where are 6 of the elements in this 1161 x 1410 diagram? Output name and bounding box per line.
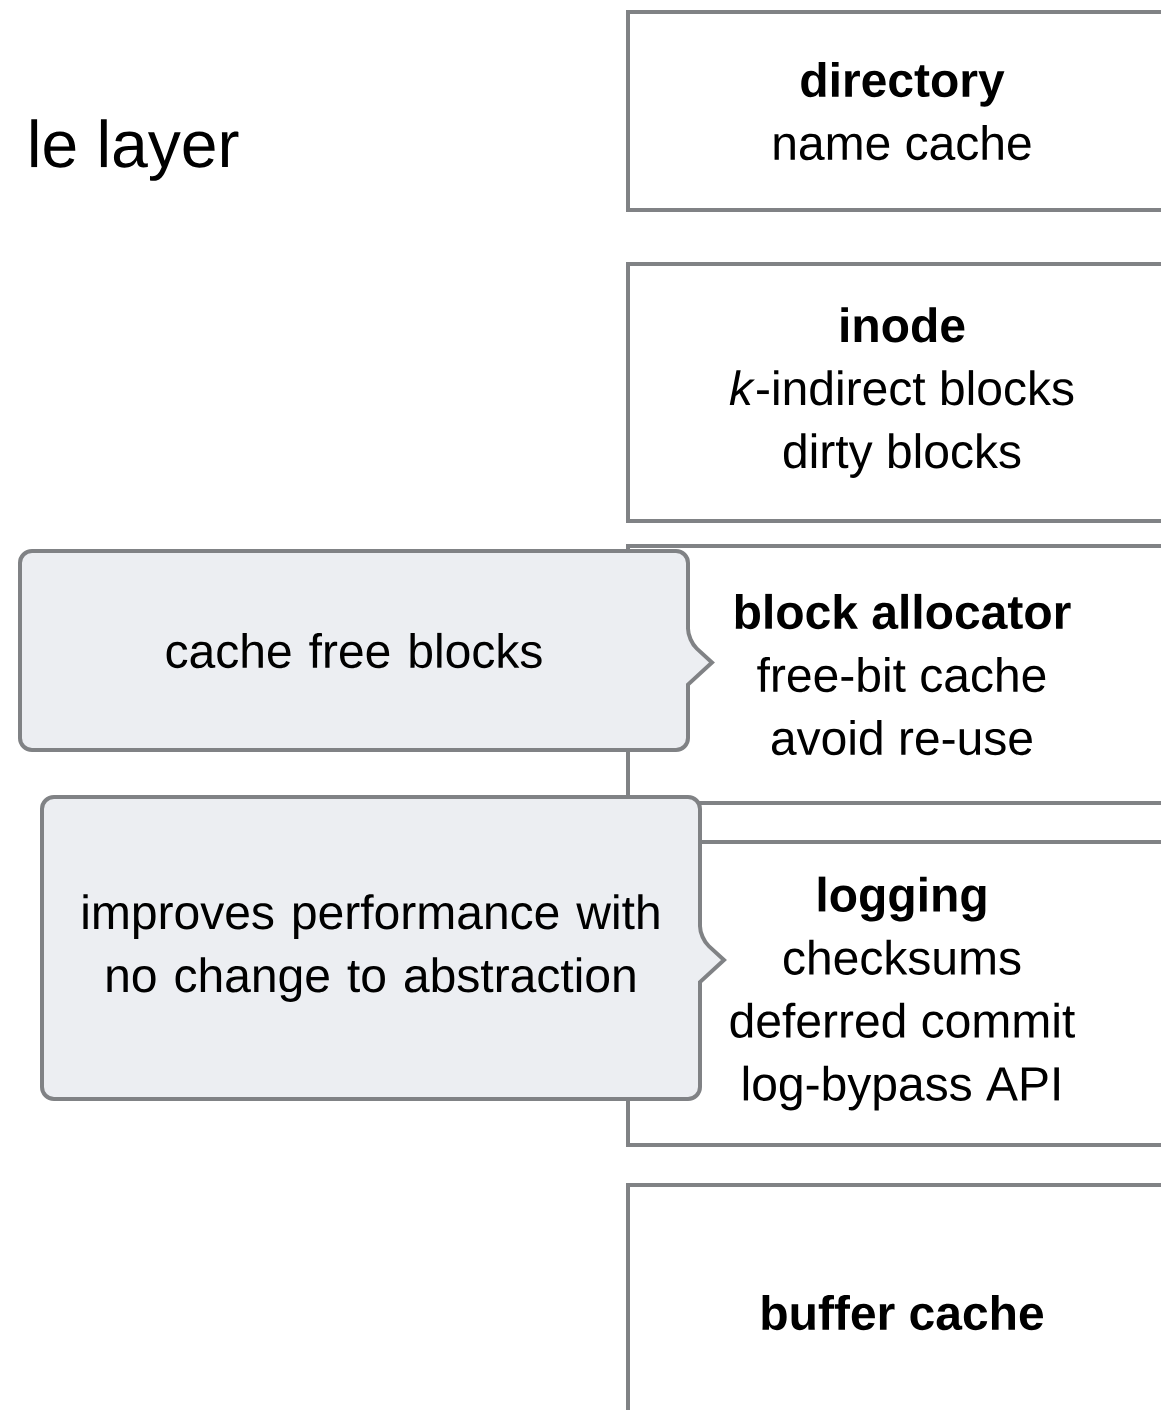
layer-box: inode k-indirect blocks dirty blocks [626, 262, 1161, 523]
callout: cache free blocks [18, 549, 714, 752]
callout: improves performance with no change to abstraction [40, 795, 726, 1101]
layer-box: directory name cache [626, 10, 1161, 212]
title: le layer [31, 119, 239, 181]
layer-box: buffer cache [626, 1183, 1161, 1410]
